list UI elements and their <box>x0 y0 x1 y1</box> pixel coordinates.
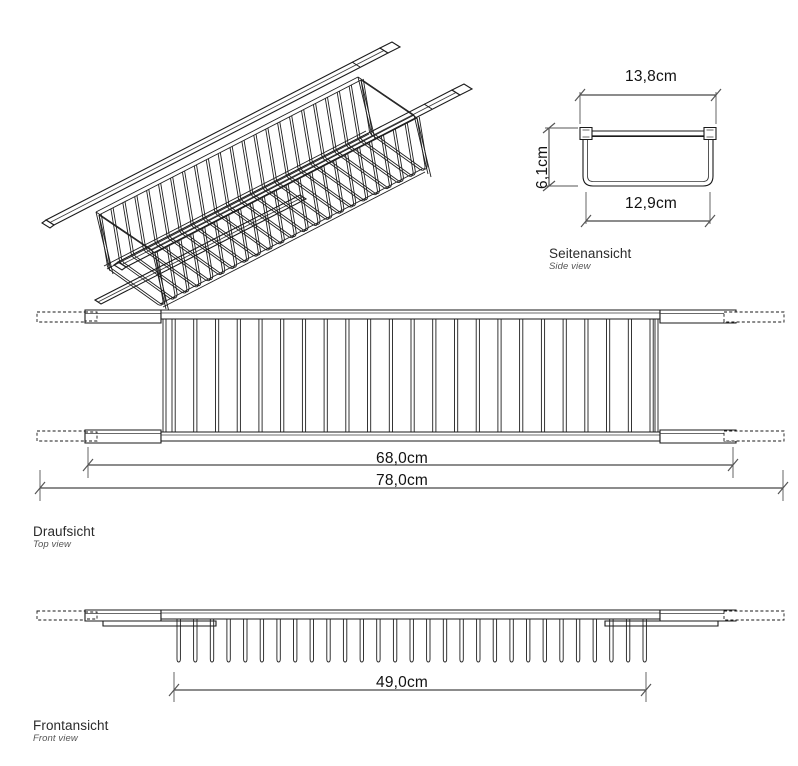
front-view-prong <box>477 619 480 662</box>
top-view-graphic <box>37 310 784 443</box>
dim-label-side-outer-width: 13,8cm <box>625 68 678 85</box>
front-view-prong <box>377 619 380 662</box>
front-view-prong <box>194 619 197 662</box>
front-view-prong <box>393 619 396 662</box>
front-view-prong <box>610 619 613 662</box>
front-view-prong <box>210 619 213 662</box>
dim-label-top-outer-width: 78,0cm <box>376 472 429 489</box>
caption-front-view: Frontansicht Front view <box>33 718 108 745</box>
front-view-prong <box>260 619 263 662</box>
front-view-prong <box>327 619 330 662</box>
dim-side-height <box>543 123 578 191</box>
front-view-prong <box>427 619 430 662</box>
caption-front-view-de: Frontansicht <box>33 718 109 733</box>
caption-side-view-de: Seitenansicht <box>549 246 632 261</box>
dim-side-outer-width <box>575 89 721 124</box>
dim-top-inner-width <box>83 447 738 478</box>
front-view-prong <box>410 619 413 662</box>
front-view-prong <box>560 619 563 662</box>
front-view-prong <box>277 619 280 662</box>
dim-side-inner-width <box>581 192 715 227</box>
dim-front-width <box>169 672 651 702</box>
caption-top-view: Draufsicht Top view <box>33 524 95 551</box>
caption-top-view-en: Top view <box>33 539 71 551</box>
caption-front-view-en: Front view <box>33 733 78 745</box>
front-view-prong <box>310 619 313 662</box>
front-view-prong <box>493 619 496 662</box>
front-view-prong <box>543 619 546 662</box>
caption-top-view-de: Draufsicht <box>33 524 95 539</box>
front-view-prong <box>460 619 463 662</box>
dim-top-outer-width <box>35 470 788 501</box>
front-view-prong <box>576 619 579 662</box>
dim-label-side-height: 6,1cm <box>534 145 551 189</box>
front-view-prong <box>510 619 513 662</box>
caption-side-view-en: Side view <box>549 261 591 273</box>
front-view-prong <box>527 619 530 662</box>
front-view-prong <box>643 619 646 662</box>
front-view-prong <box>294 619 297 662</box>
front-view-prong <box>593 619 596 662</box>
dim-label-top-inner-width: 68,0cm <box>376 450 429 467</box>
dim-label-side-inner-width: 12,9cm <box>625 195 678 212</box>
front-view-prong <box>360 619 363 662</box>
front-view-prong <box>626 619 629 662</box>
caption-side-view: Seitenansicht Side view <box>549 246 631 273</box>
front-view-prong <box>227 619 230 662</box>
front-view-prong <box>343 619 346 662</box>
isometric-view-graphic <box>41 41 473 313</box>
front-view-graphic <box>37 610 784 662</box>
front-view-prong <box>443 619 446 662</box>
dim-label-front-width: 49,0cm <box>376 674 429 691</box>
side-view-graphic <box>579 126 717 187</box>
front-view-prong <box>244 619 247 662</box>
front-view-prong <box>177 619 180 662</box>
